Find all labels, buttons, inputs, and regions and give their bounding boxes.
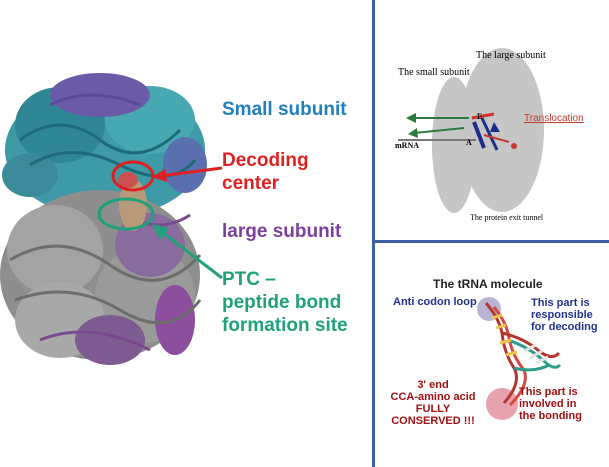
end-note-line-1: 3' end (417, 379, 449, 391)
decoding-note-line-3: for decoding (531, 321, 598, 333)
end-note-line-2: CCA-amino acid (390, 391, 476, 403)
large-subunit-ribbons (0, 190, 202, 365)
green-arrow-bottom (413, 127, 465, 134)
trna-helix (484, 302, 562, 407)
bonding-note-line-2: involved in (519, 398, 577, 410)
decoding-note: This part is responsible for decoding (531, 297, 609, 333)
bonding-note-line-3: the bonding (519, 410, 582, 422)
ptc-arrow (152, 224, 223, 280)
ptc-line-1: PTC – (222, 269, 276, 290)
end-note-line-4: CONSERVED !!! (391, 415, 475, 427)
site-e-label: E (477, 112, 483, 121)
small-subunit-ribbons (2, 73, 207, 218)
trna-title: The tRNA molecule (433, 277, 543, 291)
horizontal-divider (374, 240, 609, 243)
anticodon-label: Anti codon loop (393, 296, 477, 308)
blue-bar-2 (480, 117, 499, 151)
vertical-divider (372, 0, 375, 467)
bonding-note: This part is involved in the bonding (519, 386, 609, 422)
ptc-line-3: formation site (222, 315, 348, 336)
ptc-circle (97, 197, 155, 231)
blue-bar-1 (472, 121, 486, 149)
decoding-line-2: center (222, 173, 280, 194)
small-subunit-title: The small subunit (398, 67, 470, 78)
bonding-note-line-1: This part is (519, 386, 578, 398)
translocation-arrow (483, 134, 510, 143)
decoding-center-label: Decoding center (222, 149, 309, 195)
exit-tunnel-label: The protein exit tunnel (470, 213, 544, 222)
red-bar (471, 112, 495, 120)
decoding-note-line-1: This part is (531, 297, 590, 309)
large-subunit-shape (460, 48, 544, 212)
ptc-label: PTC – peptide bond formation site (222, 268, 348, 337)
large-subunit-title: The large subunit (476, 50, 546, 61)
decoding-center-circle (111, 160, 155, 192)
trna-center (118, 172, 147, 231)
ptc-line-2: peptide bond (222, 292, 342, 313)
end-note-line-3: FULLY (415, 403, 451, 415)
three-prime-end-note: 3' end CCA-amino acid FULLY CONSERVED !!… (383, 379, 483, 427)
trna-diagram (477, 297, 562, 420)
site-a-label: A (466, 138, 472, 147)
large-subunit-label: large subunit (222, 221, 342, 242)
translocation-label: Translocation (524, 113, 584, 124)
translocation-diagram (398, 48, 544, 213)
ribosome-structure-image (0, 73, 223, 365)
small-subunit-label: Small subunit (222, 99, 347, 120)
mrna-label: mRNA (395, 141, 419, 150)
decoding-arrow (152, 166, 223, 182)
decoding-line-1: Decoding (222, 150, 309, 171)
decoding-note-line-2: responsible (531, 309, 593, 321)
